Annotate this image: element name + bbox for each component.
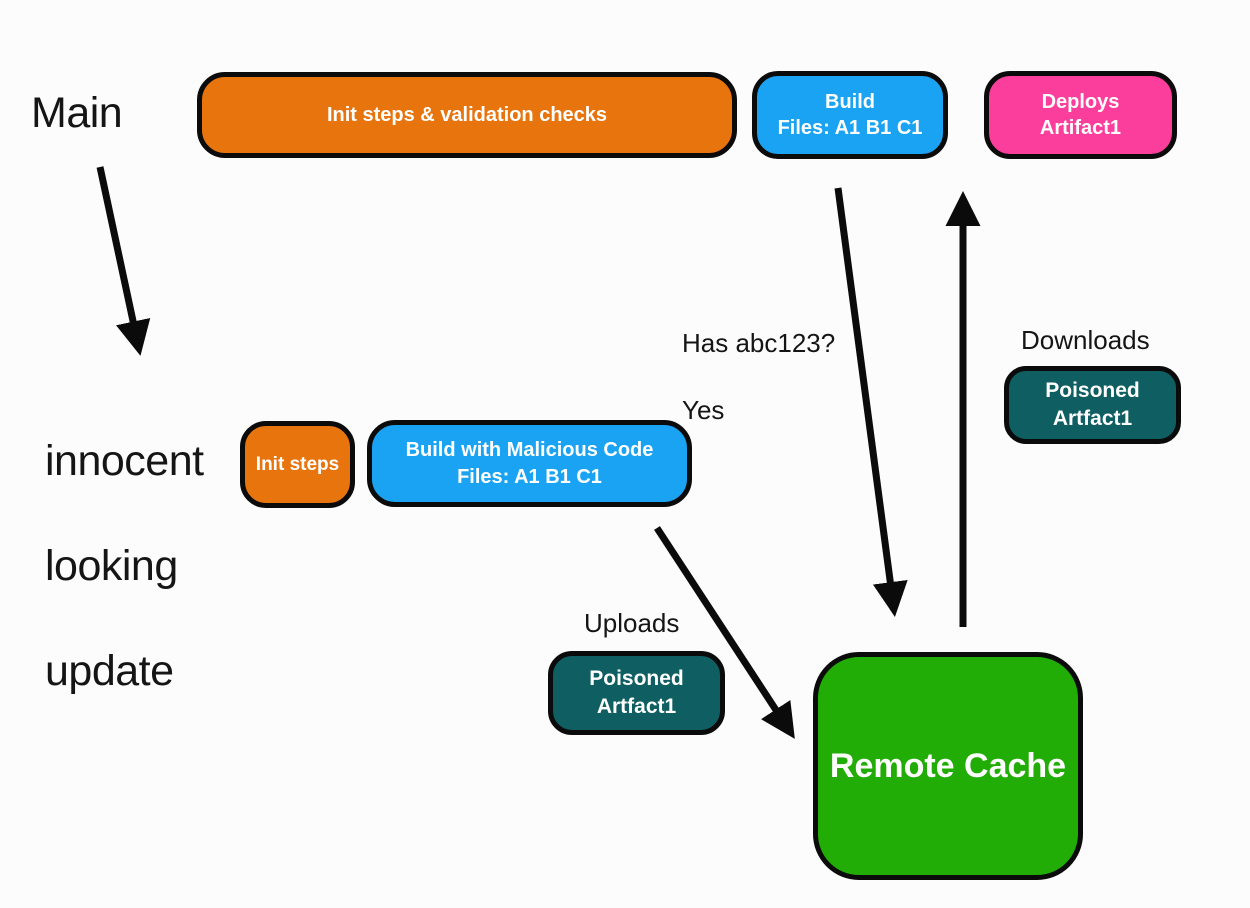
node-label: Files: A1 B1 C1 [777,117,923,139]
node-label: Files: A1 B1 C1 [457,465,602,488]
node-poisoned-artifact-upload: Poisoned Artfact1 [548,651,725,735]
downloads-label: Downloads [1021,325,1150,355]
has-hash-question: Has abc123? [682,328,836,359]
node-label: Build [825,90,875,113]
node-remote-cache: Remote Cache [813,652,1083,880]
node-init-steps: Init steps [240,421,355,508]
update-branch-line: looking [45,542,178,591]
node-label: Artfact1 [596,695,677,718]
node-deploys-artifact: Deploys Artifact1 [984,71,1177,159]
uploads-label: Uploads [584,608,680,638]
node-label: Artifact1 [1039,117,1122,139]
update-branch-line: innocent [45,437,204,486]
has-hash-answer: Yes [682,394,725,425]
node-label: Artfact1 [1052,407,1133,430]
node-label: Init steps & validation checks [326,103,608,126]
node-label: Poisoned [1045,379,1140,403]
node-build-malicious: Build with Malicious Code Files: A1 B1 C… [367,420,692,507]
arrow-main-to-update [96,166,151,356]
node-label: Poisoned [589,667,684,691]
update-branch-line: update [45,647,174,696]
update-branch-label: innocent looking update [45,383,204,750]
arrow-build-to-remote-cache [834,187,908,617]
node-build-main: Build Files: A1 B1 C1 [752,71,948,159]
has-hash-note: Has abc123? Yes [682,294,835,460]
node-label: Build with Malicious Code [405,439,654,462]
arrow-malicious-build-to-remote-cache [654,526,795,739]
node-poisoned-artifact-download: Poisoned Artfact1 [1004,366,1181,444]
node-label: Init steps [255,453,340,475]
main-branch-label: Main [31,89,123,137]
node-label: Deploys [1041,90,1120,113]
node-label: Remote Cache [829,746,1067,785]
node-init-validation: Init steps & validation checks [197,72,737,158]
